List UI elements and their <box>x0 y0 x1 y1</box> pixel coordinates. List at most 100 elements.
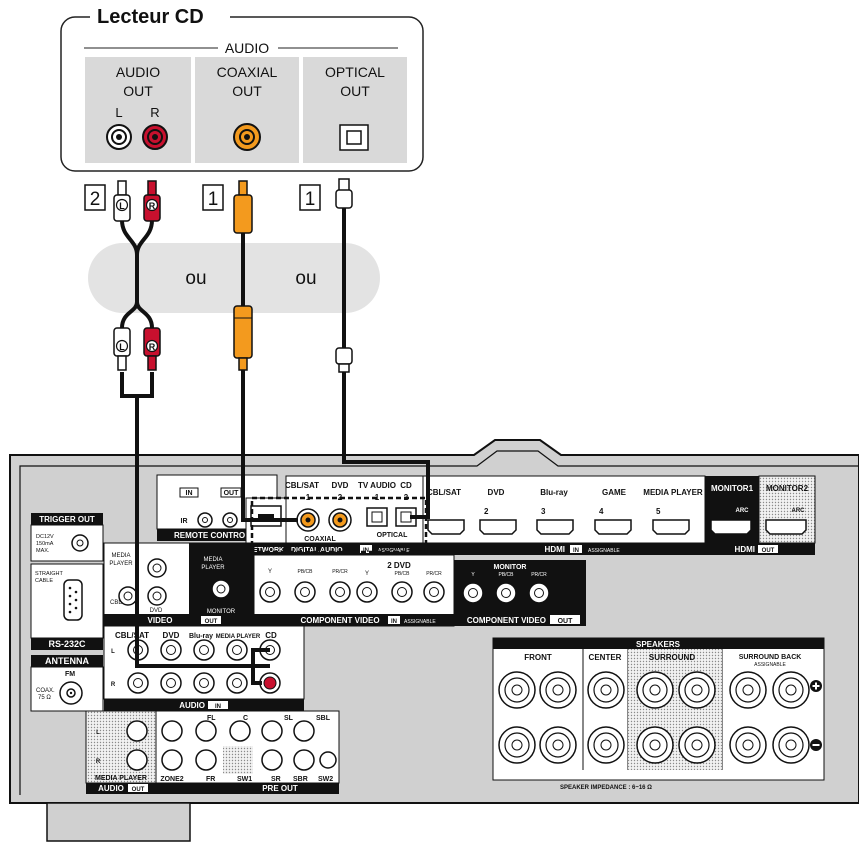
svg-text:FM: FM <box>65 671 75 678</box>
svg-text:OUT: OUT <box>205 619 218 625</box>
coaxial-out-label-1: COAXIAL <box>217 64 278 80</box>
monitor1-label: MONITOR1 <box>711 484 754 493</box>
rs232c-label: RS-232C <box>48 639 86 649</box>
svg-text:1: 1 <box>305 189 316 210</box>
cable-number-coax: 1 <box>202 184 224 211</box>
digital-audio-label: DIGITAL AUDIO <box>291 547 343 554</box>
surround-back-label: SURROUND BACK <box>739 654 802 661</box>
svg-text:PLAYER: PLAYER <box>109 561 133 567</box>
svg-text:L: L <box>119 201 125 211</box>
svg-text:5: 5 <box>656 507 661 516</box>
left-channel-label: L <box>115 105 122 120</box>
coaxial-out-jack <box>233 123 261 151</box>
svg-text:STRAIGHT: STRAIGHT <box>35 571 63 577</box>
remote-control-label: REMOTE CONTROL <box>174 531 250 540</box>
svg-text:SBR: SBR <box>293 776 308 783</box>
svg-text:DVD: DVD <box>488 488 505 497</box>
front-label: FRONT <box>524 653 552 662</box>
source-title: Lecteur CD <box>97 6 204 28</box>
av-receiver-back-panel: TRIGGER OUT DC12V 150mA MAX. STRAIGHT CA… <box>9 439 859 842</box>
audio-out-label-1: AUDIO <box>116 64 160 80</box>
svg-text:SW2: SW2 <box>318 776 333 783</box>
antenna-label: ANTENNA <box>45 656 89 666</box>
svg-text:OUT: OUT <box>224 490 240 497</box>
svg-text:C: C <box>243 715 248 722</box>
svg-text:Y: Y <box>365 571 369 577</box>
cd-player-panel: Lecteur CD AUDIO AUDIO OUT L R COAXIAL O… <box>60 4 424 172</box>
pre-out-labels: FL C SL SBL FR SW1 SR SBR SW2 <box>206 715 333 783</box>
or-label-2: ou <box>295 268 316 289</box>
center-label: CENTER <box>589 653 622 662</box>
svg-text:PR/CR: PR/CR <box>426 571 442 577</box>
minus-icon <box>810 739 822 751</box>
svg-text:COAX.: COAX. <box>36 688 55 694</box>
svg-text:FR: FR <box>206 776 215 783</box>
svg-text:OPTICAL: OPTICAL <box>377 532 408 539</box>
svg-text:MEDIA PLAYER: MEDIA PLAYER <box>216 634 261 640</box>
svg-text:CD: CD <box>400 481 412 490</box>
svg-text:IN: IN <box>186 490 193 497</box>
optical-out-label-1: OPTICAL <box>325 64 385 80</box>
hdmi-in-1-port <box>427 519 465 535</box>
analog-plug-l-top: L <box>113 180 131 222</box>
svg-text:PB/CB: PB/CB <box>297 569 313 575</box>
svg-text:ASSIGNABLE: ASSIGNABLE <box>588 548 620 554</box>
svg-text:SW1: SW1 <box>237 776 252 783</box>
svg-text:Blu-ray: Blu-ray <box>189 633 213 640</box>
svg-text:CABLE: CABLE <box>35 578 53 584</box>
optical-cable <box>335 178 353 373</box>
analog-audio-cable <box>120 219 154 329</box>
svg-text:IR: IR <box>181 518 188 525</box>
svg-text:IN: IN <box>215 704 221 710</box>
svg-text:MEDIA PLAYER: MEDIA PLAYER <box>95 775 147 782</box>
hdmi-in-2-port <box>479 519 517 535</box>
svg-text:MAX.: MAX. <box>36 548 50 554</box>
svg-text:OUT: OUT <box>558 618 574 625</box>
rs232c-port <box>63 579 83 621</box>
svg-text:MEDIA PLAYER: MEDIA PLAYER <box>643 488 703 497</box>
audio-out-label-2: OUT <box>123 83 153 99</box>
alternative-band <box>88 243 380 313</box>
surround-label: SURROUND <box>649 653 695 662</box>
hdmi-out-monitor1-port <box>710 519 752 535</box>
hdmi-in-label: HDMI <box>545 545 565 554</box>
svg-text:CBL/SAT: CBL/SAT <box>427 488 461 497</box>
component-in-jacks <box>259 581 445 603</box>
svg-text:ARC: ARC <box>792 508 806 514</box>
plus-icon <box>810 680 822 692</box>
svg-text:4: 4 <box>599 507 604 516</box>
analog-plug-r-bottom: R <box>143 327 161 371</box>
right-channel-label: R <box>150 105 159 120</box>
component-out-jacks <box>462 582 550 604</box>
svg-text:R: R <box>96 759 101 765</box>
video-label: VIDEO <box>148 616 173 625</box>
hdmi-input-labels: CBL/SAT DVD Blu-ray GAME MEDIA PLAYER 2 … <box>427 488 703 516</box>
audio-in-label: AUDIO <box>179 701 205 710</box>
audio-out-l-jack <box>106 124 132 150</box>
svg-text:ASSIGNABLE: ASSIGNABLE <box>754 662 786 668</box>
hdmi-out-monitor2-port <box>765 519 807 535</box>
component-video-out-label: COMPONENT VIDEO <box>467 616 546 625</box>
component-video-in-label: COMPONENT VIDEO <box>300 616 379 625</box>
svg-text:CD: CD <box>265 631 277 640</box>
svg-text:2 DVD: 2 DVD <box>387 561 411 570</box>
analog-plug-l-bottom: L <box>113 327 131 371</box>
svg-text:CBL/SAT: CBL/SAT <box>285 481 319 490</box>
speaker-terminals <box>498 671 810 764</box>
hdmi-in-5-port <box>652 519 690 535</box>
coaxial-cable <box>233 180 253 371</box>
svg-text:75 Ω: 75 Ω <box>38 695 51 701</box>
svg-text:1: 1 <box>375 493 380 502</box>
svg-text:PR/CR: PR/CR <box>531 572 547 578</box>
svg-text:GAME: GAME <box>602 488 627 497</box>
cd-audio-in-r-jack <box>259 672 281 694</box>
svg-text:IN: IN <box>391 619 397 625</box>
coaxial-out-label-2: OUT <box>232 83 262 99</box>
svg-text:150mA: 150mA <box>36 541 54 547</box>
svg-text:2: 2 <box>90 189 101 210</box>
svg-text:PB/CB: PB/CB <box>498 572 514 578</box>
cable-number-audio: 2 <box>84 184 106 211</box>
media-player-audio-out-jacks <box>126 720 148 771</box>
hdmi-out-label: HDMI <box>735 545 755 554</box>
or-label-1: ou <box>185 268 206 289</box>
